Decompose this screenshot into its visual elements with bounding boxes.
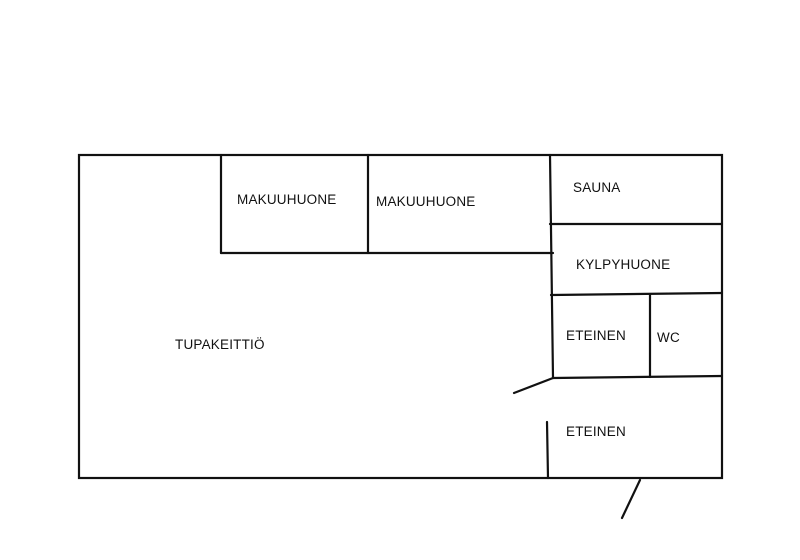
service-block-left-wall [548,153,555,380]
front-door [620,478,642,520]
room-label-sauna: SAUNA [573,180,621,195]
outer-wall [77,153,724,480]
room-label-hall-inner: ETEINEN [566,328,626,343]
room-label-bathroom: KYLPYHUONE [576,257,670,272]
room-label-living-kitchen: TUPAKEITTIÖ [175,337,265,352]
room-label-hall-entry: ETEINEN [566,424,626,439]
bathroom-bottom-wall [549,291,724,297]
room-label-bedroom-2: MAKUUHUONE [376,194,476,209]
room-label-bedroom-1: MAKUUHUONE [237,192,337,207]
entry-hall-wall [545,420,550,480]
inner-door [512,376,555,395]
hall-bottom-wall [551,374,724,380]
room-label-wc: WC [657,330,680,345]
